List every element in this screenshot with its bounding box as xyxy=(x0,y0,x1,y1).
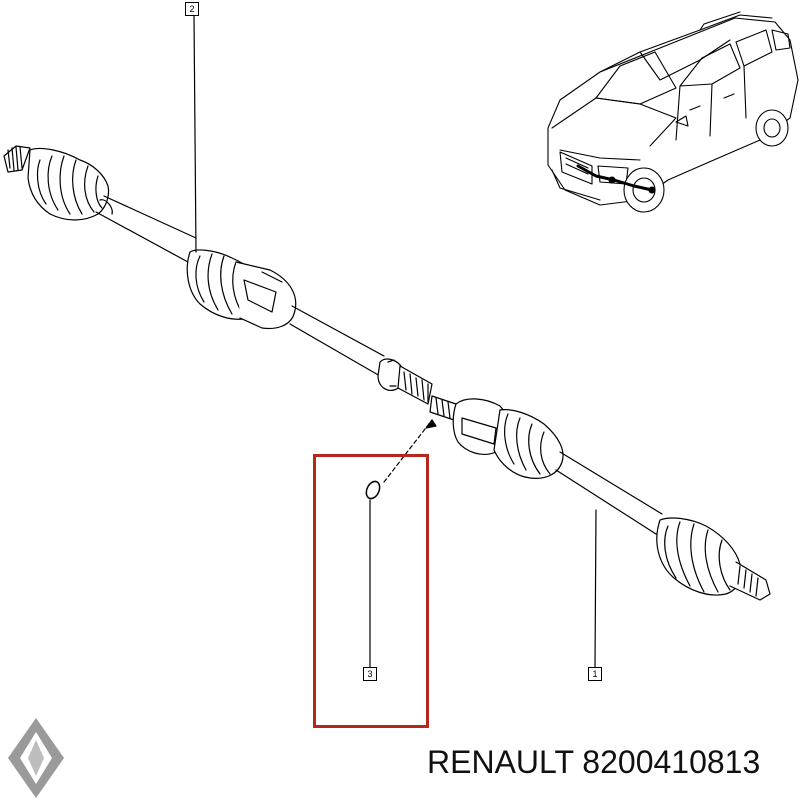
leader-line-part-2 xyxy=(193,15,197,253)
brand-name: RENAULT xyxy=(427,744,574,780)
o-ring-icon xyxy=(365,480,381,500)
drive-shaft-assembly xyxy=(3,145,771,601)
leader-line-part-1 xyxy=(594,509,597,668)
dashed-leader-part-3 xyxy=(383,419,433,483)
arrow-head-part-3 xyxy=(425,419,437,429)
callout-part-3: 3 xyxy=(363,667,377,681)
part-3-highlight-box xyxy=(313,454,429,728)
renault-diamond-logo xyxy=(8,718,64,798)
part-number: 8200410813 xyxy=(582,744,761,780)
callout-part-1: 1 xyxy=(588,667,602,681)
callout-part-2: 2 xyxy=(185,2,199,16)
part-caption: RENAULT 8200410813 xyxy=(427,744,760,781)
vehicle-locator-icon xyxy=(547,11,799,213)
